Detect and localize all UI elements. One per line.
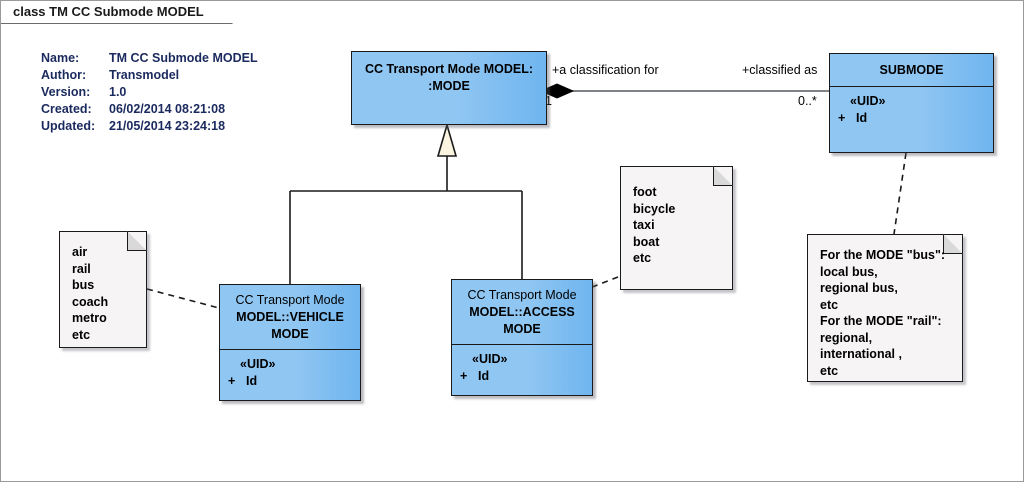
class-box-vehicle-mode[interactable]: CC Transport Mode MODEL::VEHICLE MODE «U… (219, 284, 361, 401)
metadata-value: TM CC Submode MODEL (109, 51, 258, 65)
class-title-mode: CC Transport Mode MODEL: :MODE (352, 52, 546, 103)
note-text: air rail bus coach metro etc (72, 245, 109, 342)
association-target-multiplicity: 0..* (798, 94, 817, 108)
metadata-key: Name: (41, 51, 80, 65)
metadata-key: Created: (41, 102, 92, 116)
metadata-row: Updated: 21/05/2014 23:24:18 (41, 119, 258, 136)
class-title-line: MODEL::ACCESS (469, 305, 575, 319)
class-title-vehicle-mode: CC Transport Mode MODEL::VEHICLE MODE (220, 285, 360, 349)
class-attributes-submode: «UID» + Id (830, 86, 993, 133)
composition-association (539, 83, 829, 99)
note-submode-examples[interactable]: For the MODE "bus": local bus, regional … (807, 234, 963, 382)
diagram-title-label: class TM CC Submode MODEL (13, 4, 204, 19)
class-title-line: :MODE (428, 79, 470, 93)
metadata-row: Name: TM CC Submode MODEL (41, 51, 258, 68)
attribute-stereotype: «UID» (472, 352, 508, 366)
class-title-line: CC Transport Mode (235, 293, 345, 307)
class-title-line: CC Transport Mode (467, 288, 577, 302)
note-link-submode (893, 152, 907, 235)
attribute-stereotype: «UID» (240, 357, 276, 371)
attribute-row: + Id (452, 368, 592, 385)
diagram-metadata: Name: TM CC Submode MODEL Author: Transm… (41, 51, 258, 136)
generalization-tree (289, 122, 523, 284)
attribute-name: Id (246, 374, 258, 388)
class-title-line: MODEL::VEHICLE (236, 310, 344, 324)
metadata-key: Author: (41, 68, 87, 82)
metadata-key: Updated: (41, 119, 96, 133)
metadata-value: 06/02/2014 08:21:08 (109, 102, 226, 116)
note-vehicle-examples[interactable]: air rail bus coach metro etc (59, 231, 147, 348)
metadata-value: 21/05/2014 23:24:18 (109, 119, 226, 133)
association-source-multiplicity: 1 (545, 94, 552, 108)
attribute-stereotype: «UID» (850, 94, 886, 108)
class-title-submode: SUBMODE (830, 54, 993, 86)
association-source-role: +a classification for (552, 63, 659, 77)
class-title-line: SUBMODE (879, 63, 944, 77)
class-title-line: MODE (271, 327, 309, 341)
metadata-value: Transmodel (109, 68, 180, 82)
class-attributes-vehicle-mode: «UID» + Id (220, 349, 360, 396)
class-title-access-mode: CC Transport Mode MODEL::ACCESS MODE (452, 280, 592, 344)
metadata-key: Version: (41, 85, 91, 99)
note-access-examples[interactable]: foot bicycle taxi boat etc (620, 166, 733, 290)
class-box-submode[interactable]: SUBMODE «UID» + Id (829, 53, 994, 153)
class-box-access-mode[interactable]: CC Transport Mode MODEL::ACCESS MODE «UI… (451, 279, 593, 396)
class-attributes-access-mode: «UID» + Id (452, 344, 592, 391)
note-text: foot bicycle taxi boat etc (633, 185, 676, 265)
attribute-row: + Id (220, 373, 360, 390)
metadata-value: 1.0 (109, 85, 127, 99)
metadata-row: Author: Transmodel (41, 68, 258, 85)
attribute-row: + Id (830, 110, 993, 127)
note-link-vehicle (146, 288, 220, 309)
note-text: For the MODE "bus": local bus, regional … (820, 248, 946, 378)
metadata-row: Version: 1.0 (41, 85, 258, 102)
attribute-name: Id (478, 369, 490, 383)
attribute-name: Id (856, 111, 868, 125)
association-target-role: +classified as (742, 63, 818, 77)
attribute-visibility: + (460, 369, 468, 383)
attribute-visibility: + (228, 374, 236, 388)
attribute-visibility: + (838, 111, 846, 125)
class-title-line: MODE (503, 322, 541, 336)
class-box-mode[interactable]: CC Transport Mode MODEL: :MODE (351, 51, 547, 125)
metadata-row: Created: 06/02/2014 08:21:08 (41, 102, 258, 119)
class-title-line: CC Transport Mode MODEL: (364, 62, 534, 76)
